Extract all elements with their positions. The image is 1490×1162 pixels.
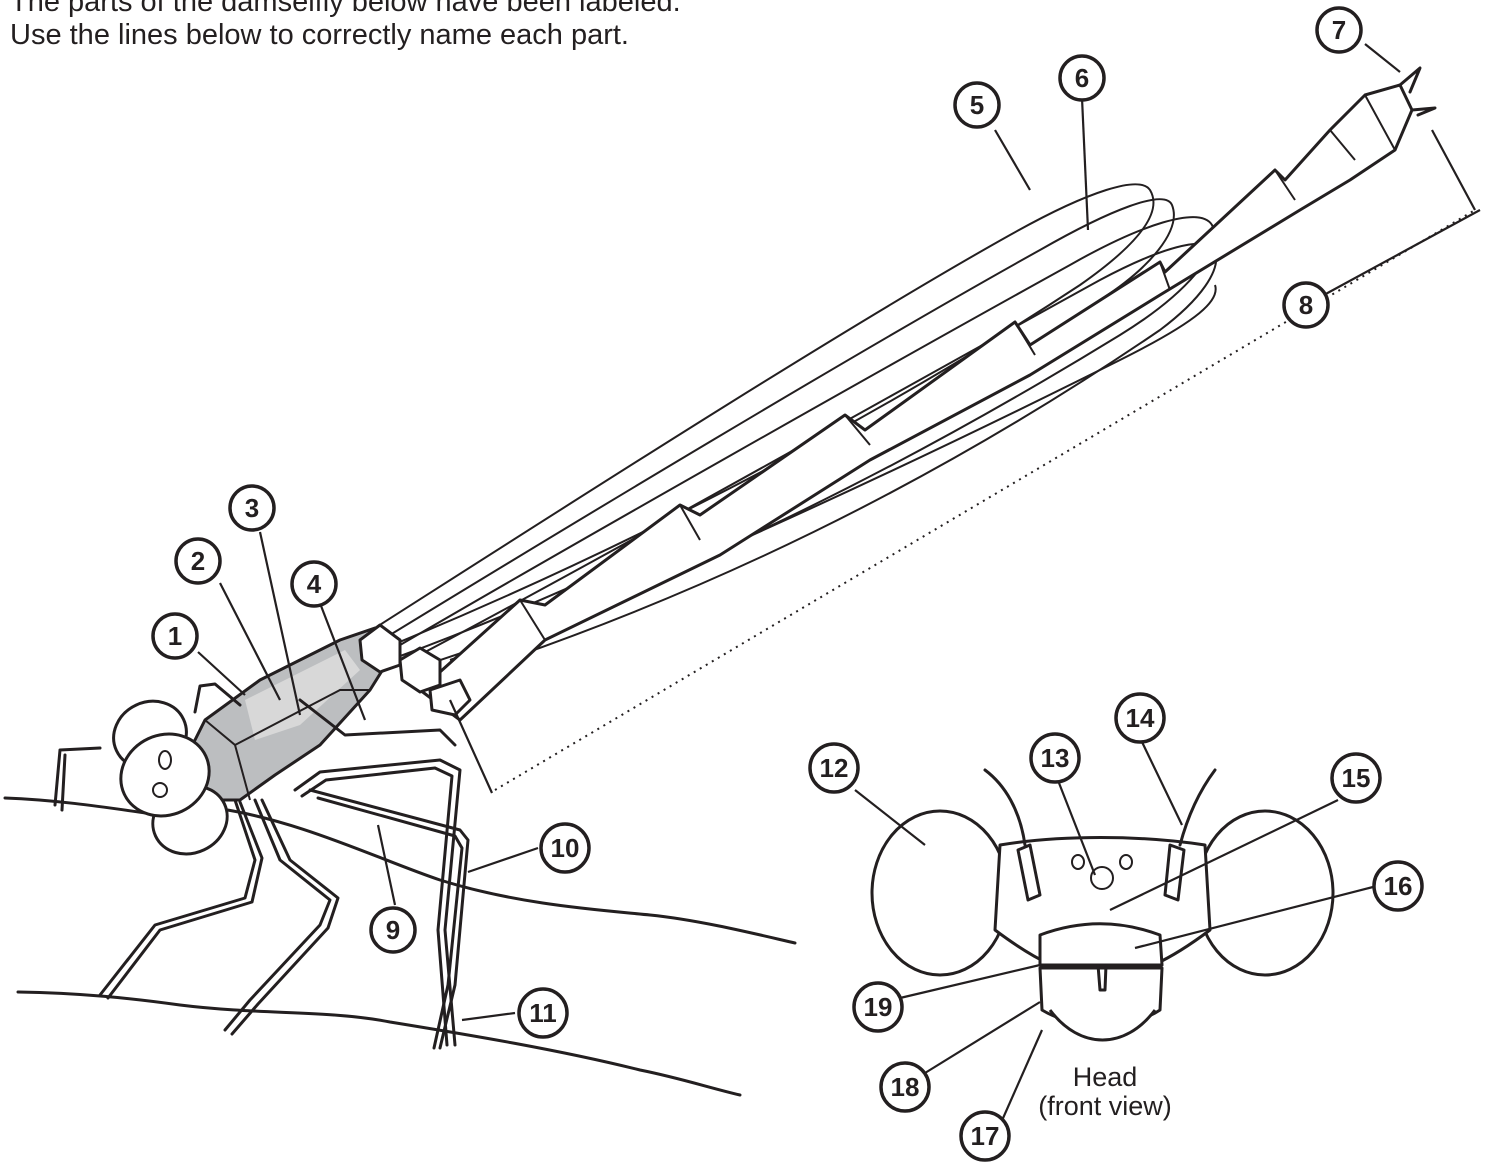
label-7-text: 7 [1332, 15, 1346, 45]
label-18-text: 18 [891, 1072, 920, 1102]
label-13: 13 [1031, 734, 1079, 782]
label-12-text: 12 [820, 753, 849, 783]
label-1: 1 [153, 614, 197, 658]
label-2: 2 [176, 539, 220, 583]
label-11-text: 11 [529, 998, 557, 1028]
label-9-text: 9 [386, 915, 400, 945]
wings [375, 184, 1216, 685]
head-view-caption: Head (front view) [1010, 1063, 1200, 1121]
label-19-text: 19 [864, 992, 893, 1022]
label-5: 5 [955, 83, 999, 127]
label-10: 10 [541, 824, 589, 872]
label-15: 15 [1332, 754, 1380, 802]
label-8: 8 [1284, 283, 1328, 327]
label-14: 14 [1116, 694, 1164, 742]
label-15-text: 15 [1342, 763, 1371, 793]
label-3-text: 3 [245, 493, 259, 523]
label-13-text: 13 [1041, 743, 1070, 773]
label-14-text: 14 [1126, 703, 1155, 733]
label-12: 12 [810, 744, 858, 792]
label-6: 6 [1060, 56, 1104, 100]
label-4: 4 [292, 562, 336, 606]
head-caption-line-1: Head [1010, 1063, 1200, 1092]
head-caption-line-2: (front view) [1010, 1092, 1200, 1121]
label-6-text: 6 [1075, 63, 1089, 93]
label-18: 18 [881, 1063, 929, 1111]
label-8-text: 8 [1299, 290, 1313, 320]
label-2-text: 2 [191, 546, 205, 576]
label-19: 19 [854, 983, 902, 1031]
label-17-text: 17 [971, 1121, 1000, 1151]
label-17: 17 [961, 1112, 1009, 1160]
label-10-text: 10 [551, 833, 580, 863]
label-5-text: 5 [970, 90, 984, 120]
label-1-text: 1 [168, 621, 182, 651]
label-3: 3 [230, 486, 274, 530]
thorax [185, 625, 470, 800]
label-16: 16 [1374, 862, 1422, 910]
label-9: 9 [371, 908, 415, 952]
label-16-text: 16 [1384, 871, 1413, 901]
label-11: 11 [519, 989, 567, 1037]
label-7: 7 [1317, 8, 1361, 52]
label-4-text: 4 [307, 569, 322, 599]
abdomen [420, 68, 1435, 720]
head-front [872, 770, 1333, 1040]
